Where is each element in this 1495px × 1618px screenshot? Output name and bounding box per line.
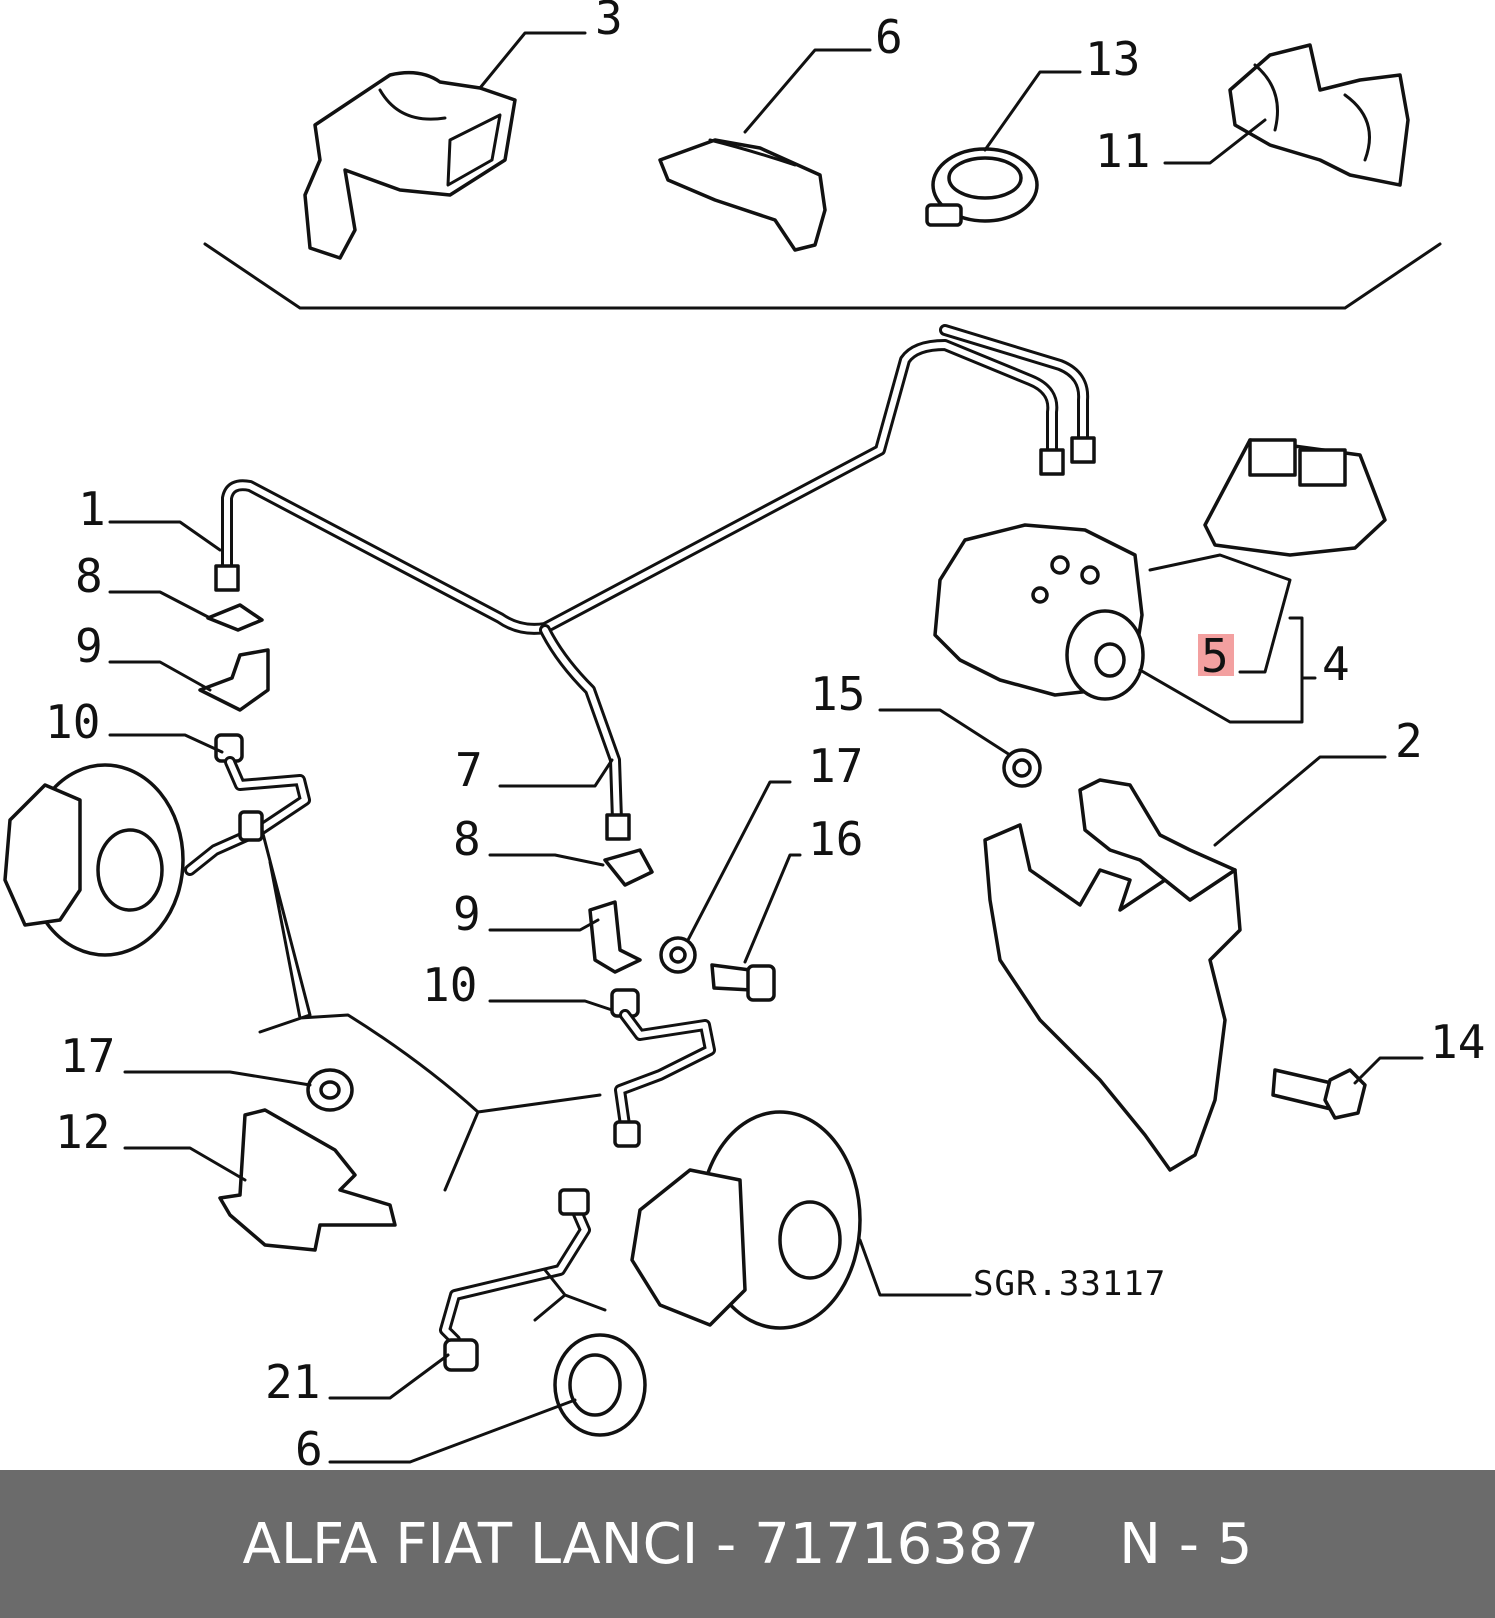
callout-17-lower: 17 [60, 1029, 115, 1083]
part-hose-10-left [184, 733, 311, 876]
callout-4: 4 [1322, 637, 1350, 691]
leader-17-lower [123, 1070, 312, 1087]
leader-2 [1213, 755, 1387, 847]
callout-5: 5 [1201, 629, 1229, 683]
callout-21: 21 [265, 1355, 320, 1409]
callout-6-top: 6 [875, 10, 903, 64]
part-clip-8-mid [603, 848, 654, 887]
leader-8-mid [488, 853, 605, 867]
callout-17-mid: 17 [808, 739, 863, 793]
callout-14: 14 [1430, 1015, 1485, 1069]
highlight-callout-5 [1198, 634, 1234, 676]
leader-11 [1163, 118, 1267, 165]
callout-1: 1 [78, 482, 106, 536]
leader-5 [1148, 553, 1292, 674]
pipe-bracket-mark [533, 1268, 607, 1322]
footer-separator: - [716, 1511, 737, 1577]
callout-13: 13 [1085, 32, 1140, 86]
callout-15: 15 [810, 667, 865, 721]
part-pipe-21 [439, 1188, 591, 1372]
callout-8-mid: 8 [453, 812, 481, 866]
leader-16 [743, 853, 802, 964]
footer-bar: ALFA FIAT LANCI - 71716387 N - 5 [0, 1470, 1495, 1618]
group-bracket [203, 242, 1442, 310]
leader-12 [123, 1146, 247, 1182]
leader-6-bottom [328, 1398, 577, 1464]
reference-code: SGR.33117 [973, 1264, 1166, 1304]
callout-12: 12 [55, 1105, 110, 1159]
part-nut-15 [1002, 748, 1042, 788]
leader-10-left [108, 733, 224, 754]
leader-10-mid [488, 999, 614, 1012]
leader-9-left [108, 660, 212, 692]
footer-brand: ALFA FIAT LANCI [242, 1511, 699, 1577]
parts-diagram: 3 6 13 11 1 8 9 10 7 8 9 10 17 16 15 2 5… [3, 0, 1485, 1470]
bracket-4 [1138, 616, 1317, 724]
part-bracket-2 [983, 778, 1242, 1172]
callout-16: 16 [808, 812, 863, 866]
part-clip-8-left [206, 603, 264, 632]
part-bolt-14 [1271, 1068, 1367, 1120]
callout-3: 3 [595, 0, 623, 45]
part-nut-17-lower [306, 1068, 354, 1112]
leader-3 [478, 31, 587, 90]
callout-10-left: 10 [45, 695, 100, 749]
part-bracket-3 [303, 70, 517, 260]
leader-21 [328, 1353, 450, 1400]
part-bolt-16 [710, 963, 776, 1002]
leader-14 [1353, 1056, 1424, 1085]
leader-8-left [108, 590, 212, 620]
callout-6-bottom: 6 [295, 1422, 323, 1470]
part-bracket-9-left [198, 648, 270, 712]
part-nut-17-mid [659, 936, 697, 974]
callout-11: 11 [1095, 124, 1150, 178]
assembly-bracket-lines [258, 828, 602, 1192]
leader-15 [878, 708, 1012, 757]
leader-1 [108, 520, 222, 552]
leader-6-top [743, 48, 872, 134]
part-brake-disc-right [630, 1110, 862, 1330]
leader-17-mid [686, 780, 792, 942]
callout-9-mid: 9 [453, 887, 481, 941]
callout-8-left: 8 [75, 549, 103, 603]
brake-pipe-main [214, 324, 1096, 841]
leader-7 [498, 758, 614, 788]
part-hose-10-mid [610, 988, 716, 1148]
part-brake-disc-left [3, 763, 185, 957]
footer-item: N - 5 [1119, 1511, 1253, 1577]
part-abs-unit-5 [933, 523, 1145, 701]
part-bracket-9-mid [588, 900, 642, 974]
leader-ref-code [858, 1238, 972, 1297]
leader-13 [983, 70, 1082, 152]
leader-9-mid [488, 918, 600, 932]
callout-2: 2 [1395, 714, 1423, 768]
footer-part-number: 71716387 [754, 1511, 1040, 1577]
part-holder-11 [1228, 43, 1410, 187]
part-clip-6 [658, 138, 827, 252]
part-control-module [1203, 438, 1387, 557]
part-shield-12 [218, 1108, 397, 1252]
callout-10-mid: 10 [422, 958, 477, 1012]
callout-7: 7 [455, 743, 483, 797]
callout-9-left: 9 [75, 619, 103, 673]
part-wheel-cylinder-6 [553, 1333, 647, 1437]
part-clamp-13 [925, 147, 1039, 227]
